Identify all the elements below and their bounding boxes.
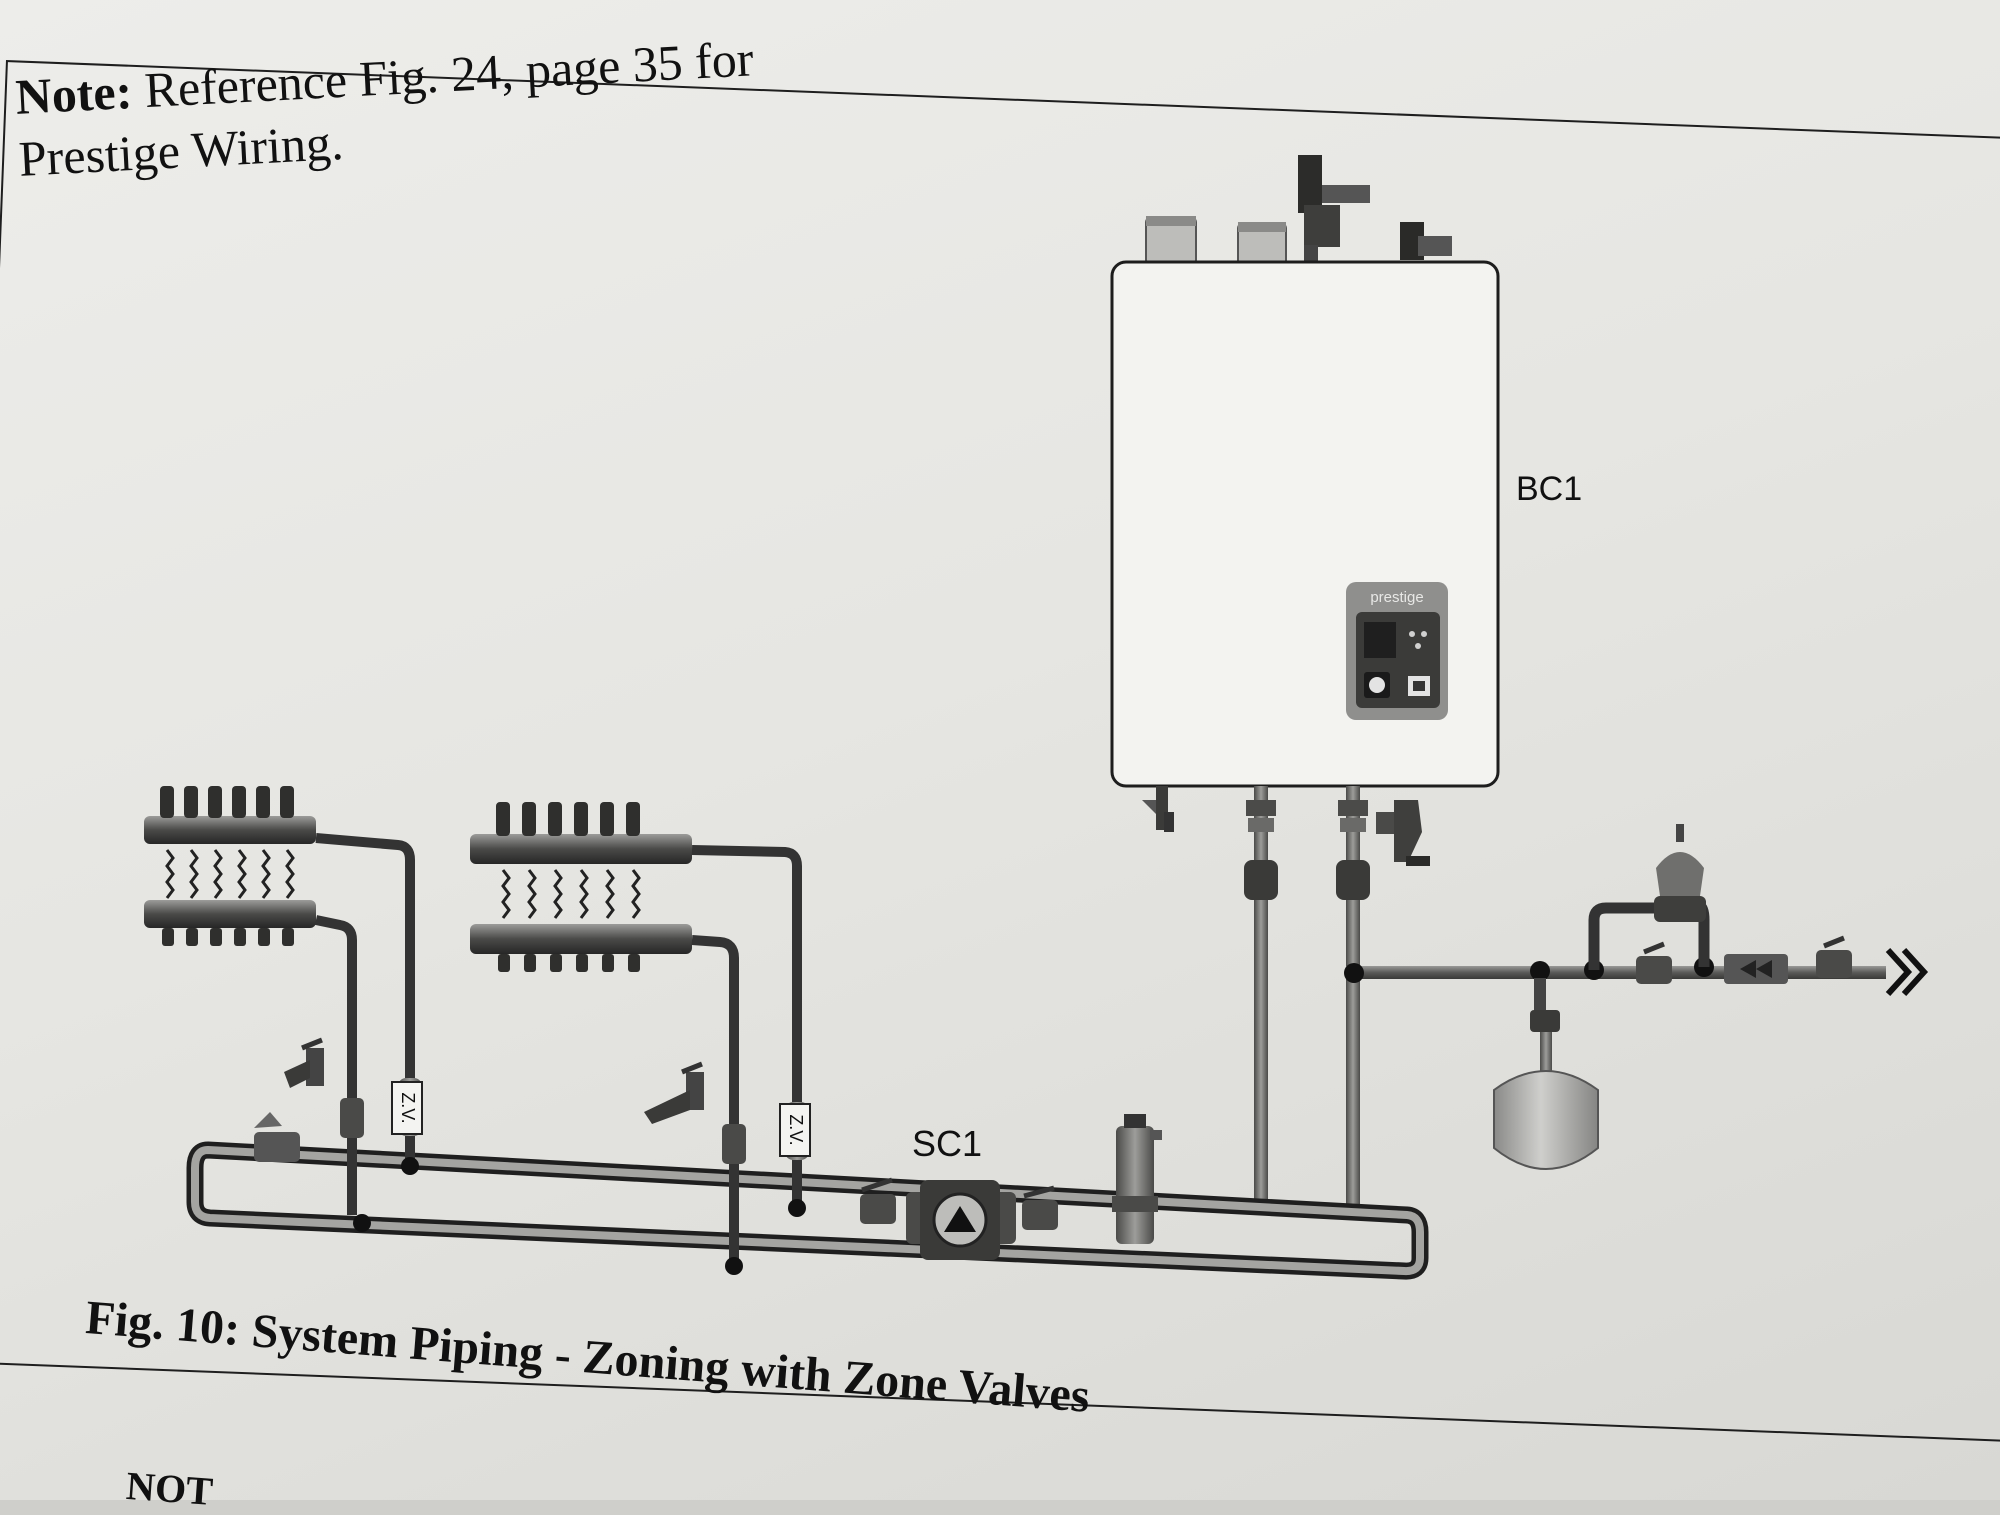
radiant-manifold-1: Z.V. — [144, 786, 423, 1232]
air-separator — [1112, 1114, 1162, 1244]
circulator-sc1 — [860, 1177, 1058, 1260]
primary-loop — [186, 1141, 1429, 1280]
radiant-manifold-2: Z.V. — [470, 802, 811, 1275]
zone-valve-1-label: Z.V. — [398, 1092, 418, 1123]
boiler-connections — [1244, 786, 1430, 1206]
boiler-label: BC1 — [1516, 470, 1582, 508]
system-branch — [1344, 824, 1929, 1170]
pump-label: SC1 — [912, 1123, 982, 1164]
next-section-text: NOT — [124, 1462, 215, 1514]
boiler-brand-text: prestige — [1370, 589, 1423, 606]
zone-valve-2-label: Z.V. — [786, 1114, 806, 1145]
boiler-bc1: prestige — [1110, 155, 1500, 832]
